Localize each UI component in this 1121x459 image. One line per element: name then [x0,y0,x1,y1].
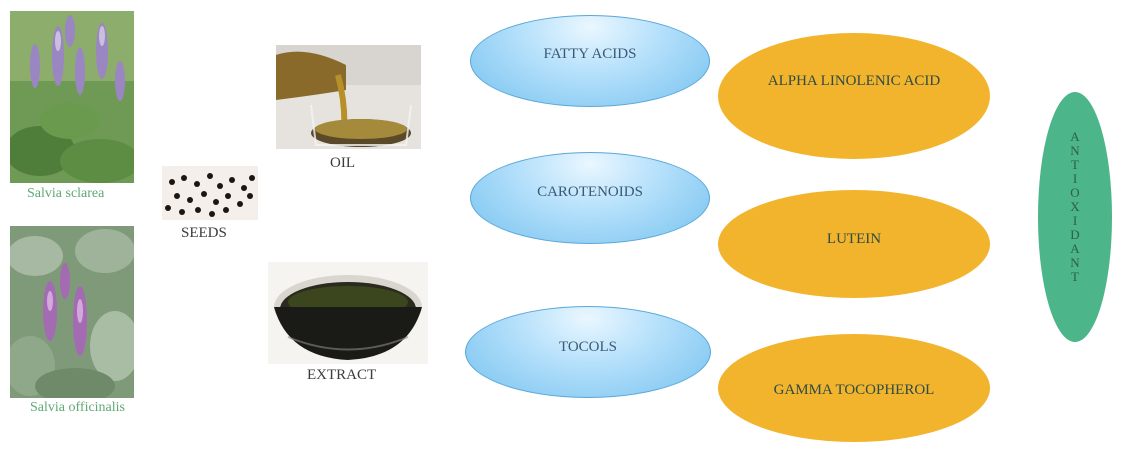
class-label: CAROTENOIDS [537,183,643,200]
class-label: TOCOLS [558,338,618,355]
oil-photo [276,45,421,149]
extract-photo [268,262,428,364]
activity-letter: T [1071,269,1079,284]
activity-letter: I [1072,213,1078,228]
salvia-officinalis-photo [10,226,134,398]
compound-label: LUTEIN [826,230,882,247]
activity-letter: X [1070,199,1080,214]
salvia-sclarea-caption: Salvia sclarea [27,186,105,201]
seeds-caption: SEEDS [181,225,227,241]
class-ellipse-fatty-acids: FATTY ACIDS [470,15,710,107]
activity-letter: O [1070,185,1080,200]
salvia-officinalis-caption: Salvia officinalis [30,400,125,415]
oil-caption: OIL [330,155,355,171]
compound-ellipse-alpha-linolenic-acid: ALPHA LINOLENIC ACID [718,33,990,159]
class-ellipse-tocols: TOCOLS [465,306,711,398]
class-ellipse-carotenoids: CAROTENOIDS [470,152,710,244]
compound-ellipse-lutein: LUTEIN [718,190,990,298]
activity-letter: A [1070,129,1080,144]
activity-letter: N [1070,255,1080,270]
compound-label: ALPHA LINOLENIC ACID [767,72,941,89]
activity-letter: N [1070,143,1080,158]
activity-letter: I [1072,171,1078,186]
extract-caption: EXTRACT [307,367,377,383]
activity-letter: T [1071,157,1079,172]
activity-letter: D [1070,227,1080,242]
class-label: FATTY ACIDS [543,45,637,62]
activity-letter: A [1070,241,1080,256]
salvia-sclarea-photo [10,11,134,183]
compound-label: GAMMA TOCOPHEROL [773,381,935,398]
seeds-photo [162,166,258,220]
compound-ellipse-gamma-tocopherol: GAMMA TOCOPHEROL [718,334,990,442]
